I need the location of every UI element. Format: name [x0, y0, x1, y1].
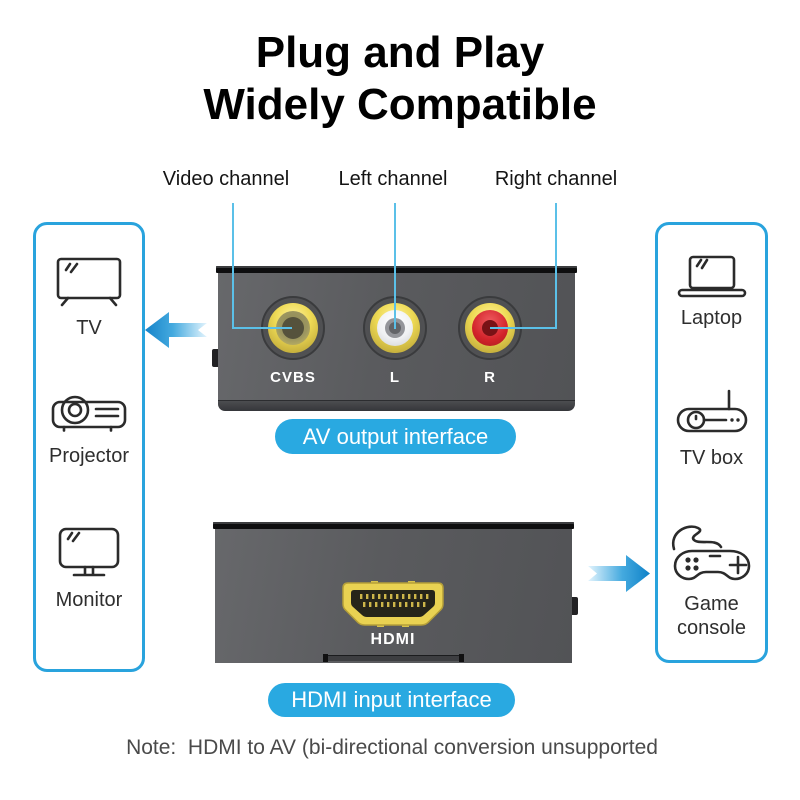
panel-item-projector: Projector [36, 389, 142, 468]
page-title: Plug and Play Widely Compatible [0, 27, 800, 131]
panel-item-monitor: Monitor [36, 527, 142, 612]
panel-item-game-console: Game console [658, 521, 765, 640]
av-output-caption-pill: AV output interface [275, 419, 516, 454]
callout-left-label: Left channel [338, 168, 448, 190]
callout-line-right-vertical [555, 203, 557, 328]
tv-icon [56, 257, 122, 307]
callout-right-label: Right channel [494, 168, 618, 190]
monitor-icon [58, 527, 120, 577]
compatible-devices-panel-left: TV Projector Monitor [33, 222, 145, 672]
callout-line-video-horizontal [232, 327, 292, 329]
compatible-devices-panel-right: Laptop TV box [655, 222, 768, 663]
callout-line-right-horizontal [490, 327, 557, 329]
game-console-icon [671, 525, 750, 581]
callout-line-video-vertical [232, 203, 234, 328]
callout-video-label: Video channel [162, 168, 290, 190]
device-side-button [212, 349, 218, 367]
tv-box-icon [676, 389, 747, 433]
port-label-right: R [484, 369, 496, 386]
hdmi-port-icon [342, 581, 444, 627]
av-converter-device: CVBS L R [212, 266, 577, 411]
item-label: TV box [679, 447, 744, 469]
item-label: Game console [677, 593, 746, 639]
panel-item-laptop: Laptop [658, 255, 765, 330]
callout-line-left-vertical [394, 203, 396, 329]
note-text: Note: HDMI to AV (bi-directional convers… [126, 736, 658, 759]
port-label-cvbs: CVBS [270, 369, 316, 386]
panel-item-tv-box: TV box [658, 389, 765, 470]
hdmi-converter-device: HDMI [213, 522, 578, 663]
title-line-2: Widely Compatible [203, 80, 597, 129]
panel-item-tv: TV [36, 257, 142, 340]
projector-icon [51, 395, 127, 432]
port-label-left: L [389, 369, 401, 386]
item-label: TV [76, 317, 102, 339]
device-top-edge [213, 522, 574, 529]
device-top-edge [216, 266, 577, 273]
device-side-button [572, 597, 578, 615]
item-label: Laptop [680, 307, 743, 329]
left-arrow-icon [145, 312, 207, 348]
laptop-icon [677, 255, 746, 298]
title-line-1: Plug and Play [255, 28, 545, 77]
rca-cvbs-hole [282, 317, 304, 339]
item-label: Monitor [55, 589, 123, 611]
device-bottom-edge [218, 400, 575, 411]
device-body: HDMI [215, 529, 578, 663]
device-bottom-slot [323, 654, 464, 662]
right-arrow-icon [588, 555, 650, 592]
device-body: CVBS L R [212, 273, 575, 411]
hdmi-port-label: HDMI [370, 631, 416, 648]
hdmi-input-caption-pill: HDMI input interface [268, 683, 515, 717]
item-label: Projector [48, 445, 130, 467]
